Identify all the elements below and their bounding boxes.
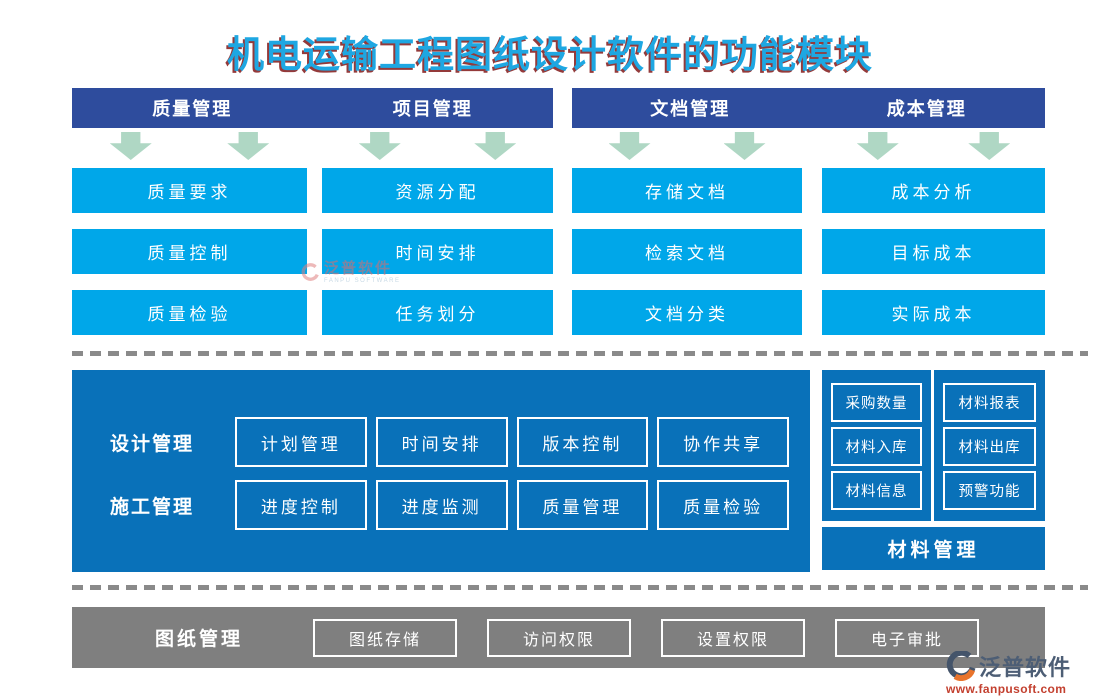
material-box: 材料信息 (831, 471, 922, 510)
down-arrow-icon (109, 132, 152, 160)
arrow-row (322, 132, 553, 162)
module-box: 实际成本 (822, 290, 1045, 335)
header-bar-right: 文档管理 成本管理 (572, 88, 1045, 128)
brand-website: www.fanpusoft.com (946, 682, 1067, 696)
material-panel-right: 材料报表 材料出库 预警功能 (934, 370, 1045, 521)
drawing-feature-box: 图纸存储 (313, 618, 457, 657)
module-box: 质量控制 (72, 229, 307, 274)
feature-box: 版本控制 (516, 417, 649, 467)
material-box: 材料报表 (943, 383, 1036, 422)
design-construction-panel: 设计管理 计划管理 时间安排 版本控制 协作共享 施工管理 进度控制 进度监测 … (72, 370, 810, 572)
down-arrow-icon (856, 132, 899, 160)
down-arrow-icon (474, 132, 517, 160)
column-cost: 成本分析 目标成本 实际成本 (822, 168, 1045, 351)
feature-box: 进度控制 (235, 480, 367, 530)
header-quality-management: 质量管理 (152, 99, 233, 119)
feature-box: 质量检验 (657, 480, 789, 530)
module-box: 资源分配 (322, 168, 553, 213)
down-arrow-icon (968, 132, 1011, 160)
drawing-feature-box: 电子审批 (835, 618, 979, 657)
module-box: 质量检验 (72, 290, 307, 335)
fanpu-brand: 泛普软件 www.fanpusoft.com (946, 650, 1098, 696)
row-label-drawing: 图纸管理 (155, 629, 244, 650)
feature-box: 质量管理 (516, 480, 649, 530)
row-label-design: 设计管理 (110, 433, 195, 455)
construction-row: 施工管理 进度控制 进度监测 质量管理 质量检验 (72, 480, 810, 530)
header-bar-left: 质量管理 项目管理 (72, 88, 553, 128)
row-label-construction: 施工管理 (110, 496, 195, 518)
feature-box: 进度监测 (375, 480, 508, 530)
module-box: 质量要求 (72, 168, 307, 213)
down-arrow-icon (723, 132, 766, 160)
module-box: 时间安排 (322, 229, 553, 274)
drawing-feature-box: 设置权限 (661, 618, 805, 657)
brand-name: 泛普软件 (979, 655, 1072, 680)
drawing-feature-box: 访问权限 (487, 618, 631, 657)
feature-box: 计划管理 (235, 417, 367, 467)
material-box: 采购数量 (831, 383, 922, 422)
fanpu-logo-icon (946, 651, 976, 681)
module-box: 目标成本 (822, 229, 1045, 274)
module-box: 任务划分 (322, 290, 553, 335)
drawing-management-bar: 图纸管理 图纸存储 访问权限 设置权限 电子审批 (72, 607, 1045, 668)
page-title: 机电运输工程图纸设计软件的功能模块 (227, 34, 873, 75)
dashed-divider (72, 585, 1088, 590)
dashed-divider (72, 351, 1088, 356)
module-box: 存储文档 (572, 168, 802, 213)
down-arrow-icon (227, 132, 270, 160)
down-arrow-icon (608, 132, 651, 160)
module-box: 文档分类 (572, 290, 802, 335)
arrow-row (72, 132, 307, 162)
module-box: 成本分析 (822, 168, 1045, 213)
design-row: 设计管理 计划管理 时间安排 版本控制 协作共享 (72, 417, 810, 467)
module-box: 检索文档 (572, 229, 802, 274)
column-document: 存储文档 检索文档 文档分类 (572, 168, 802, 351)
material-box: 材料出库 (943, 427, 1036, 466)
header-cost-management: 成本管理 (886, 99, 967, 119)
arrow-row (572, 132, 802, 162)
feature-box: 协作共享 (657, 417, 789, 467)
header-document-management: 文档管理 (650, 99, 731, 119)
arrow-row (822, 132, 1045, 162)
down-arrow-icon (358, 132, 401, 160)
material-management-bar: 材料管理 (822, 527, 1045, 570)
column-quality: 质量要求 质量控制 质量检验 (72, 168, 307, 351)
header-project-management: 项目管理 (392, 99, 473, 119)
material-panel-left: 采购数量 材料入库 材料信息 (822, 370, 931, 521)
column-project: 资源分配 时间安排 任务划分 (322, 168, 553, 351)
feature-box: 时间安排 (375, 417, 508, 467)
material-box: 预警功能 (943, 471, 1036, 510)
material-box: 材料入库 (831, 427, 922, 466)
